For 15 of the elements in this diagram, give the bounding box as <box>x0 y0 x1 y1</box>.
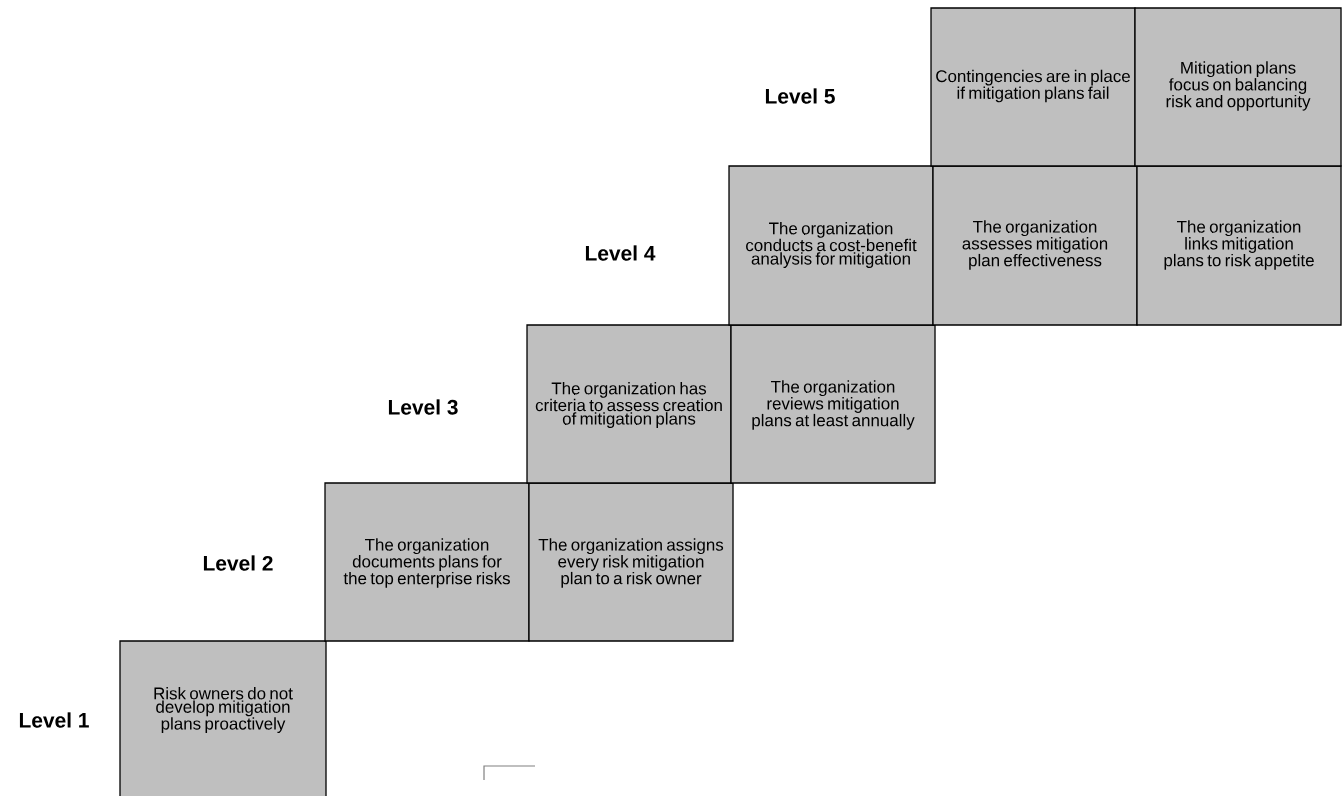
level-box: The organization assigns every risk mitigation plan to a risk owner <box>528 482 734 642</box>
level-box: The organization assesses mitigation plan effectiveness <box>932 165 1138 326</box>
level-box: The organization has criteria to assess creation of mitigation plans <box>526 324 732 484</box>
level-box: The organization documents plans for the top enterprise risks <box>324 482 530 642</box>
level-label: Level 5 <box>765 88 835 104</box>
level-box: Contingencies are in place if mitigation plans fail <box>930 7 1136 167</box>
level-label: Level 3 <box>388 399 458 415</box>
level-box: The organization reviews mitigation plans at least annually <box>730 324 936 484</box>
level-box: Mitigation plans focus on balancing risk and opportunity <box>1134 7 1342 167</box>
level-box: The organization links mitigation plans to risk appetite <box>1136 165 1342 326</box>
level-box: The organization conducts a cost-benefit analysis for mitigation <box>728 165 934 326</box>
level-label: Level 2 <box>203 555 273 571</box>
level-label: Level 1 <box>19 712 89 728</box>
level-box: Risk owners do not develop mitigation plans proactively <box>119 640 327 796</box>
level-label: Level 4 <box>585 245 656 261</box>
